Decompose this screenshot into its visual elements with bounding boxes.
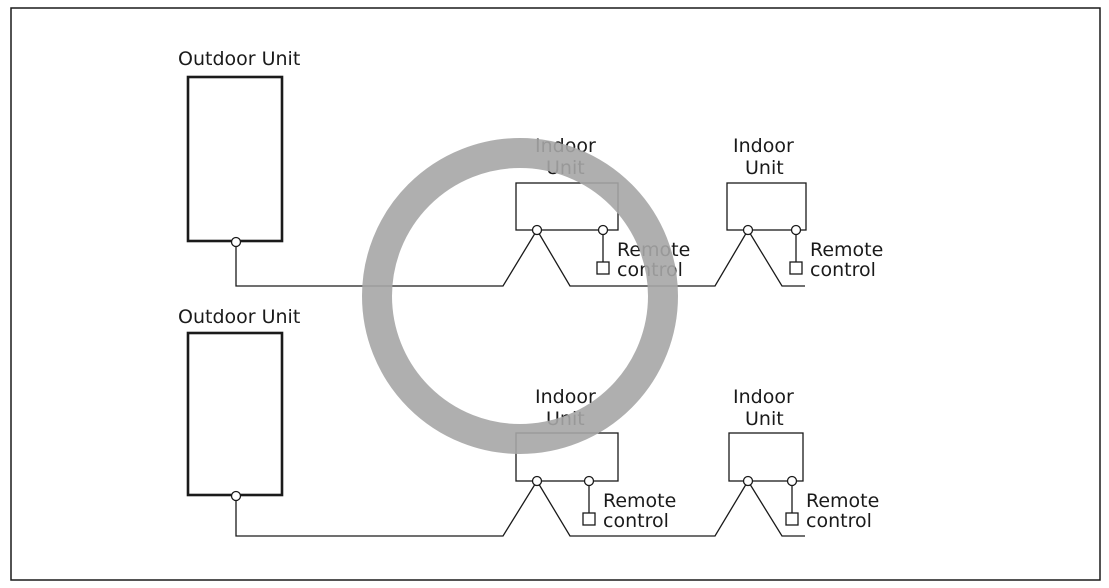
indoor-unit-2-bottom — [728, 432, 804, 482]
remote-label-1-line2-bottom: control — [603, 510, 669, 532]
indoor-2-terminal-top — [742, 224, 754, 236]
indoor-2-remote-terminal-bottom — [786, 475, 798, 487]
indoor-unit-2-label-line1: Indoor — [733, 135, 794, 157]
remote-control-box-2-top — [789, 261, 803, 275]
system-bottom: Outdoor Unit Indoor Unit Remote control … — [178, 306, 879, 537]
remote-label-2-line2-top: control — [810, 259, 876, 281]
indoor-2-terminal-bottom — [742, 475, 754, 487]
indoor-unit-2-label-line2: Unit — [745, 157, 784, 179]
remote-label-2-line2-bottom: control — [806, 510, 872, 532]
wire-outdoor-to-indoor-top — [235, 228, 805, 287]
indoor-1-terminal-bottom — [531, 475, 543, 487]
indoor-1-remote-terminal-top — [597, 224, 609, 236]
remote-control-box-2-bottom — [785, 512, 799, 526]
remote-control-box-1-top — [596, 261, 610, 275]
outdoor-unit-top — [186, 75, 284, 243]
remote-label-2-line1-bottom: Remote — [806, 490, 879, 512]
indoor-unit-2-top — [726, 182, 807, 231]
indoor-unit-2-label-line2-bottom: Unit — [745, 408, 784, 430]
outdoor-terminal-top — [230, 236, 242, 248]
indoor-unit-1-label-line1-bottom: Indoor — [535, 386, 596, 408]
outdoor-unit-label-top: Outdoor Unit — [178, 48, 300, 70]
indoor-unit-2-label-line1-bottom: Indoor — [733, 386, 794, 408]
remote-label-1-line1-bottom: Remote — [603, 490, 676, 512]
indoor-2-remote-terminal-top — [790, 224, 802, 236]
wire-outdoor-to-indoor-bottom — [235, 479, 805, 537]
correct-ring-mark — [362, 138, 678, 454]
indoor-1-terminal-top — [531, 224, 543, 236]
remote-label-2-line1-top: Remote — [810, 239, 883, 261]
indoor-1-remote-terminal-bottom — [583, 475, 595, 487]
outdoor-unit-label-bottom: Outdoor Unit — [178, 306, 300, 328]
remote-control-box-1-bottom — [582, 512, 596, 526]
diagram-frame — [10, 7, 1101, 581]
outdoor-unit-bottom — [186, 331, 284, 497]
terminals — [230, 224, 802, 502]
outdoor-terminal-bottom — [230, 490, 242, 502]
